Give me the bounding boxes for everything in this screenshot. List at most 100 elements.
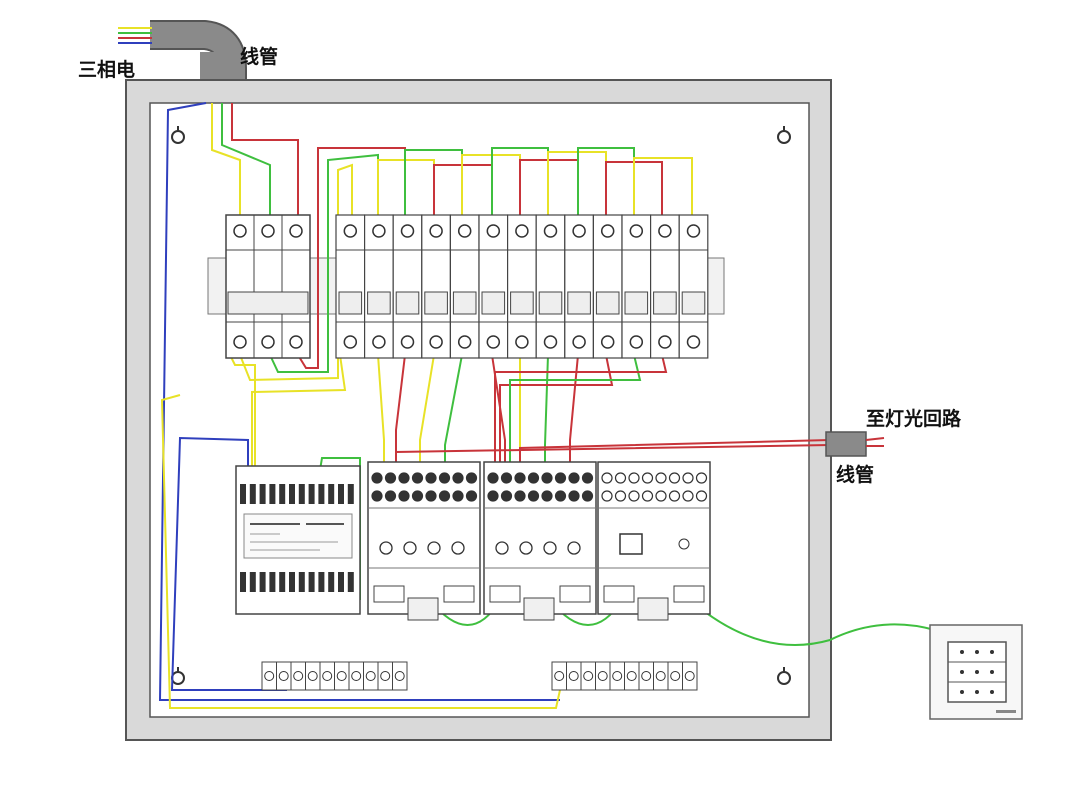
- power-supply-pin: [318, 484, 325, 504]
- terminal-screw: [278, 671, 289, 681]
- module-terminal: [695, 490, 708, 502]
- module-button: [427, 541, 441, 555]
- terminal-cell: [392, 661, 408, 691]
- terminal-screw: [307, 671, 318, 681]
- module-terminal: [641, 472, 654, 484]
- module-terminal: [398, 490, 410, 502]
- module-clip: [637, 597, 669, 621]
- terminal-screw: [554, 671, 565, 681]
- terminal-cell: [377, 661, 393, 691]
- terminal-screw: [670, 671, 681, 681]
- module-button: [495, 541, 509, 555]
- terminal-cell: [609, 661, 625, 691]
- branch-breaker: [421, 214, 451, 359]
- module-terminal: [465, 490, 478, 502]
- power-supply-pin: [240, 484, 246, 504]
- panel-enclosure: [125, 79, 832, 741]
- ip-interface-module: [597, 461, 711, 621]
- bus-terminal: [673, 585, 705, 603]
- module-terminal: [601, 490, 613, 502]
- module-terminal: [500, 472, 513, 484]
- power-supply-module: [235, 465, 361, 615]
- terminal-screw: [264, 671, 275, 681]
- terminal-screw: [394, 671, 405, 681]
- mounting-hole-bottom-right: [777, 667, 791, 685]
- module-button: [543, 541, 557, 555]
- bus-terminal: [489, 585, 521, 603]
- module-terminal: [452, 490, 464, 502]
- module-terminal: [487, 472, 499, 484]
- terminal-cell: [638, 661, 654, 691]
- module-terminal: [487, 490, 499, 502]
- module-terminal: [500, 490, 513, 502]
- module-terminal: [641, 490, 654, 502]
- power-supply-pin: [279, 572, 286, 592]
- terminal-screw: [612, 671, 623, 681]
- bus-terminal: [559, 585, 591, 603]
- module-terminal: [628, 490, 640, 502]
- terminal-block: [551, 661, 698, 691]
- power-supply-pin: [318, 572, 325, 592]
- relay-module: [483, 461, 597, 621]
- module-terminal: [371, 472, 383, 484]
- module-terminal: [527, 472, 540, 484]
- terminal-cell: [682, 661, 698, 691]
- module-terminal: [682, 490, 694, 502]
- label-conduit-right: 线管: [836, 464, 875, 486]
- module-terminal: [554, 490, 567, 502]
- power-supply-pin: [249, 484, 256, 504]
- module-terminal: [371, 490, 383, 502]
- branch-breaker: [649, 214, 680, 359]
- power-supply-pin: [347, 572, 354, 592]
- module-terminal: [614, 472, 627, 484]
- bus-terminal: [603, 585, 635, 603]
- module-terminal: [614, 490, 627, 502]
- terminal-cell: [305, 661, 321, 691]
- module-terminal: [568, 490, 580, 502]
- terminal-blocks: [261, 661, 698, 691]
- module-button: [403, 541, 417, 555]
- branch-breakers: [335, 214, 709, 359]
- terminal-screw: [293, 671, 304, 681]
- terminal-screw: [336, 671, 347, 681]
- power-supply-pin: [289, 484, 295, 504]
- label-to-lighting-circuit: 至灯光回路: [866, 408, 962, 430]
- module-terminal: [568, 472, 580, 484]
- terminal-cell: [363, 661, 379, 691]
- bus-terminal: [373, 585, 405, 603]
- input-conduit: [150, 20, 247, 83]
- incoming-wires: [118, 27, 152, 44]
- power-supply-pin: [279, 484, 286, 504]
- branch-breaker: [621, 214, 652, 359]
- module-clip: [407, 597, 439, 621]
- module-terminal: [398, 472, 410, 484]
- terminal-cell: [348, 661, 364, 691]
- module-terminal: [411, 472, 424, 484]
- power-supply-pin: [338, 484, 344, 504]
- branch-breaker: [564, 214, 594, 359]
- terminal-screw: [322, 671, 333, 681]
- module-clip: [523, 597, 555, 621]
- module-terminal: [465, 472, 478, 484]
- module-terminal: [581, 490, 594, 502]
- wall-switch-panel: [929, 624, 1023, 720]
- terminal-screw: [684, 671, 695, 681]
- terminal-cell: [566, 661, 582, 691]
- module-terminal: [668, 472, 681, 484]
- terminal-screw: [568, 671, 579, 681]
- knx-modules: [367, 461, 711, 621]
- module-button: [678, 538, 690, 550]
- module-terminal: [695, 472, 708, 484]
- module-terminal: [682, 472, 694, 484]
- terminal-screw: [655, 671, 666, 681]
- module-terminal: [655, 472, 667, 484]
- power-supply-pin: [259, 572, 266, 592]
- module-terminal: [581, 472, 594, 484]
- terminal-cell: [667, 661, 683, 691]
- power-supply-pin: [269, 572, 276, 592]
- power-supply-pin: [308, 484, 315, 504]
- module-button: [567, 541, 581, 555]
- output-conduit: [825, 431, 885, 457]
